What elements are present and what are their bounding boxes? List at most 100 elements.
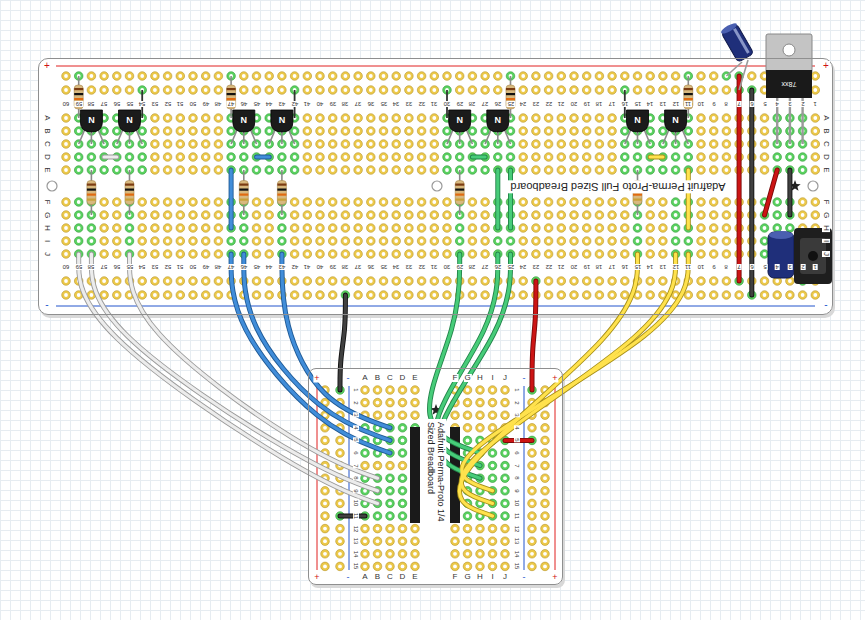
solder-hole: [62, 237, 71, 246]
hole-center: [407, 155, 411, 159]
solder-hole: [328, 86, 337, 95]
hole-center: [217, 129, 221, 133]
hole-center: [217, 226, 221, 230]
hole-center: [376, 413, 380, 417]
solder-hole: [541, 499, 550, 508]
solder-hole: [481, 72, 490, 81]
hole-center: [496, 88, 500, 92]
hole-center: [598, 252, 602, 256]
solder-hole: [100, 224, 109, 233]
hole-center: [77, 293, 81, 297]
hole-center: [204, 168, 208, 172]
solder-hole: [278, 224, 287, 233]
hole-center: [699, 226, 703, 230]
hole-center: [686, 293, 690, 297]
solder-hole: [451, 524, 460, 533]
solder-hole: [176, 198, 185, 207]
solder-hole: [608, 198, 617, 207]
solder-hole: [373, 461, 382, 470]
solder-hole: [405, 224, 414, 233]
solder-hole: [367, 153, 376, 162]
solder-hole: [621, 198, 630, 207]
solder-hole: [361, 386, 370, 395]
solder-hole: [544, 166, 553, 175]
solder-hole: [646, 198, 655, 207]
solder-hole: [709, 114, 718, 123]
hole-center: [699, 88, 703, 92]
hole-center: [547, 155, 551, 159]
solder-hole: [411, 386, 420, 395]
solder-hole: [87, 237, 96, 246]
hole-center: [394, 129, 398, 133]
solder-hole: [582, 166, 591, 175]
hole-center: [699, 142, 703, 146]
solder-hole: [455, 72, 464, 81]
solder-hole: [113, 224, 122, 233]
solder-hole: [278, 153, 287, 162]
hole-center: [674, 200, 678, 204]
solder-hole: [646, 211, 655, 220]
solder-hole: [481, 224, 490, 233]
solder-hole: [328, 211, 337, 220]
hole-center: [255, 279, 259, 283]
solder-hole: [570, 277, 579, 286]
solder-hole: [405, 291, 414, 300]
hole-center: [401, 565, 405, 569]
hole-center: [547, 88, 551, 92]
solder-hole: [214, 224, 223, 233]
solder-hole: [519, 72, 528, 81]
hole-center: [775, 226, 779, 230]
hole-center: [636, 88, 640, 92]
hole-center: [407, 226, 411, 230]
hole-center: [432, 200, 436, 204]
solder-hole: [557, 250, 566, 259]
solder-hole: [476, 411, 485, 420]
hole-center: [686, 129, 690, 133]
hole-center: [344, 129, 348, 133]
hole-center: [509, 155, 513, 159]
hole-center: [344, 200, 348, 204]
hole-center: [407, 74, 411, 78]
hole-center: [293, 293, 297, 297]
solder-hole: [811, 211, 820, 220]
solder-hole: [544, 198, 553, 207]
solder-hole: [336, 436, 345, 445]
solder-hole: [528, 512, 537, 521]
hole-center: [267, 293, 271, 297]
hole-center: [305, 226, 309, 230]
solder-hole: [189, 224, 198, 233]
solder-hole: [367, 140, 376, 149]
solder-hole: [398, 524, 407, 533]
hole-center: [115, 252, 119, 256]
hole-center: [401, 539, 405, 543]
solder-hole: [411, 550, 420, 559]
solder-hole: [176, 224, 185, 233]
solder-hole: [570, 250, 579, 259]
hole-center: [90, 155, 94, 159]
hole-center: [382, 200, 386, 204]
solder-hole: [735, 291, 744, 300]
solder-hole: [201, 224, 210, 233]
hole-center: [585, 74, 589, 78]
solder-hole: [582, 250, 591, 259]
hole-center: [420, 239, 424, 243]
solder-hole: [354, 211, 363, 220]
solder-hole: [488, 524, 497, 533]
hole-center: [153, 74, 157, 78]
hole-center: [401, 439, 405, 443]
solder-hole: [398, 562, 407, 571]
hole-center: [204, 155, 208, 159]
hole-center: [102, 74, 106, 78]
solder-hole: [201, 114, 210, 123]
solder-hole: [501, 411, 510, 420]
solder-hole: [608, 277, 617, 286]
hole-center: [140, 200, 144, 204]
hole-center: [255, 168, 259, 172]
solder-hole: [501, 487, 510, 496]
hole-center: [801, 293, 805, 297]
hole-center: [305, 252, 309, 256]
solder-hole: [557, 291, 566, 300]
solder-hole: [557, 127, 566, 136]
solder-hole: [398, 424, 407, 433]
hole-center: [712, 142, 716, 146]
